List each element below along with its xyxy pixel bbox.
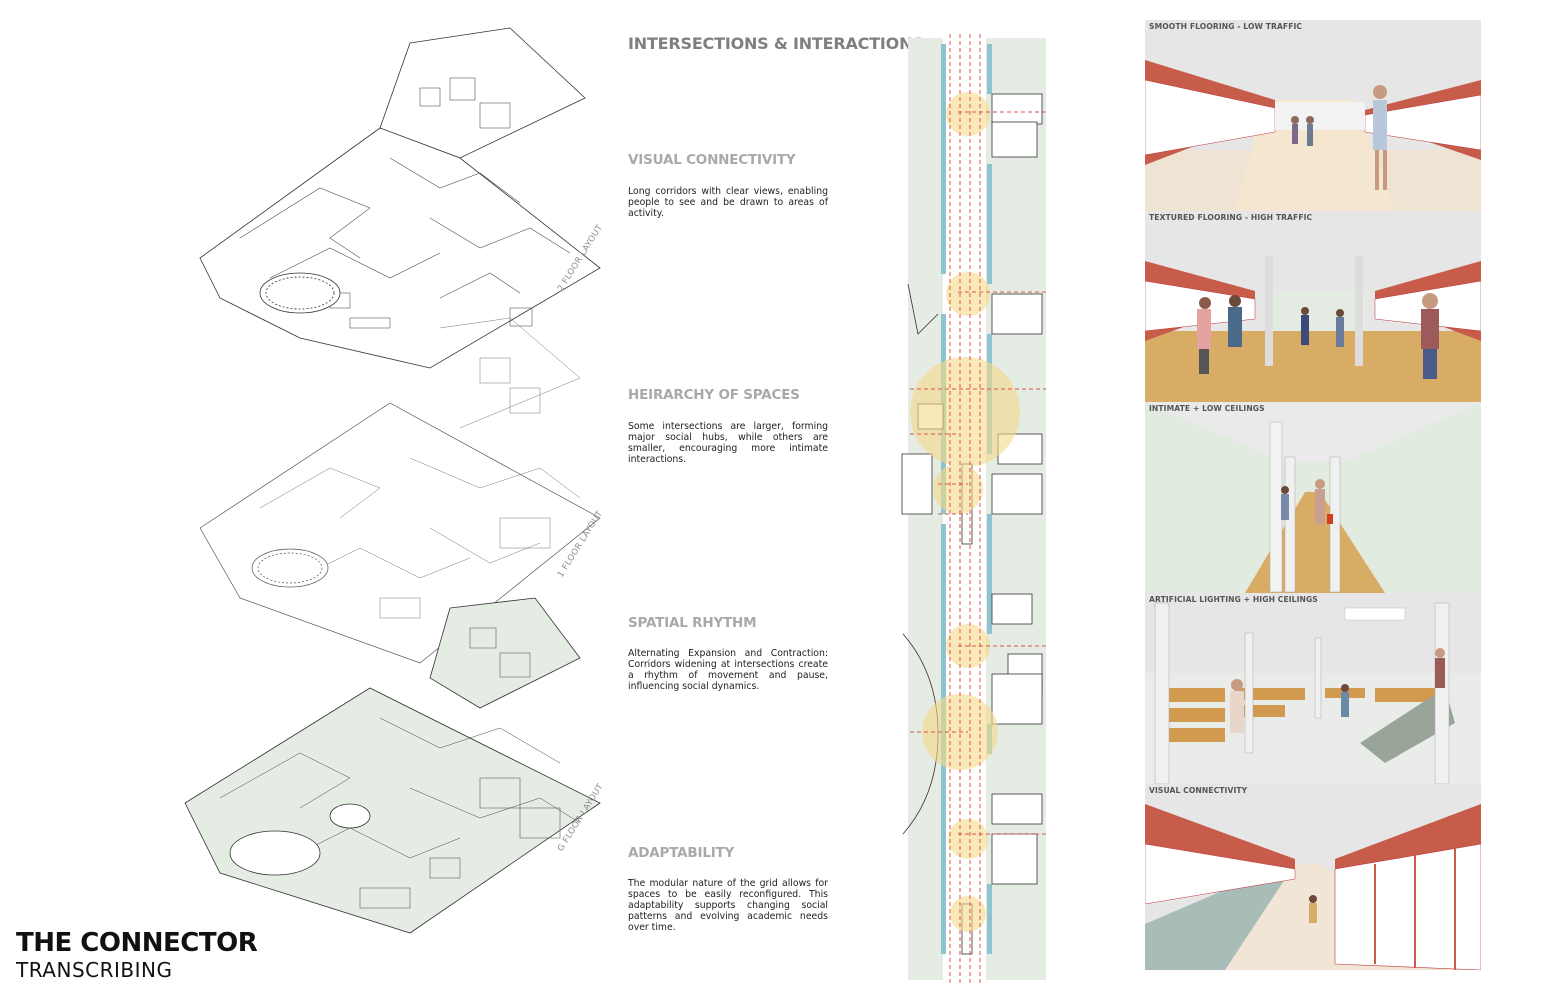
section-title-spatial-rhythm: SPATIAL RHYTHM	[628, 615, 757, 631]
section-body-spatial-rhythm: Alternating Expansion and Contraction: C…	[628, 648, 828, 692]
render-label-4: ARTIFICIAL LIGHTING + HIGH CEILINGS	[1149, 595, 1318, 604]
render-label-1: SMOOTH FLOORING - LOW TRAFFIC	[1149, 22, 1303, 31]
render-textured-flooring: TEXTURED FLOORING - HIGH TRAFFIC	[1145, 211, 1481, 402]
brand-subtitle: TRANSCRIBING	[16, 958, 173, 982]
page-title: INTERSECTIONS & INTERACTIONS	[628, 34, 924, 53]
brand-title: THE CONNECTOR	[16, 928, 258, 958]
section-title-adaptability: ADAPTABILITY	[628, 845, 735, 861]
render-label-3: INTIMATE + LOW CEILINGS	[1149, 404, 1265, 413]
render-visual-connectivity: VISUAL CONNECTIVITY	[1145, 784, 1481, 970]
render-artificial-lighting: ARTIFICIAL LIGHTING + HIGH CEILINGS	[1145, 593, 1481, 784]
section-body-adaptability: The modular nature of the grid allows fo…	[628, 878, 828, 933]
floor-plan-g-iso	[180, 597, 620, 938]
floor-plan-1-iso	[180, 317, 620, 664]
render-label-2: TEXTURED FLOORING - HIGH TRAFFIC	[1149, 213, 1313, 222]
section-title-visual-connectivity: VISUAL CONNECTIVITY	[628, 152, 796, 168]
render-smooth-flooring: SMOOTH FLOORING - LOW TRAFFIC	[1145, 20, 1481, 211]
floor-plan-2-iso	[180, 27, 620, 378]
section-body-visual-connectivity: Long corridors with clear views, enablin…	[628, 186, 828, 219]
render-label-5: VISUAL CONNECTIVITY	[1149, 786, 1248, 795]
corridor-plan	[898, 34, 1050, 984]
render-intimate-low-ceilings: INTIMATE + LOW CEILINGS	[1145, 402, 1481, 593]
section-title-hierarchy: HEIRARCHY OF SPACES	[628, 387, 800, 403]
section-body-hierarchy: Some intersections are larger, forming m…	[628, 421, 828, 465]
